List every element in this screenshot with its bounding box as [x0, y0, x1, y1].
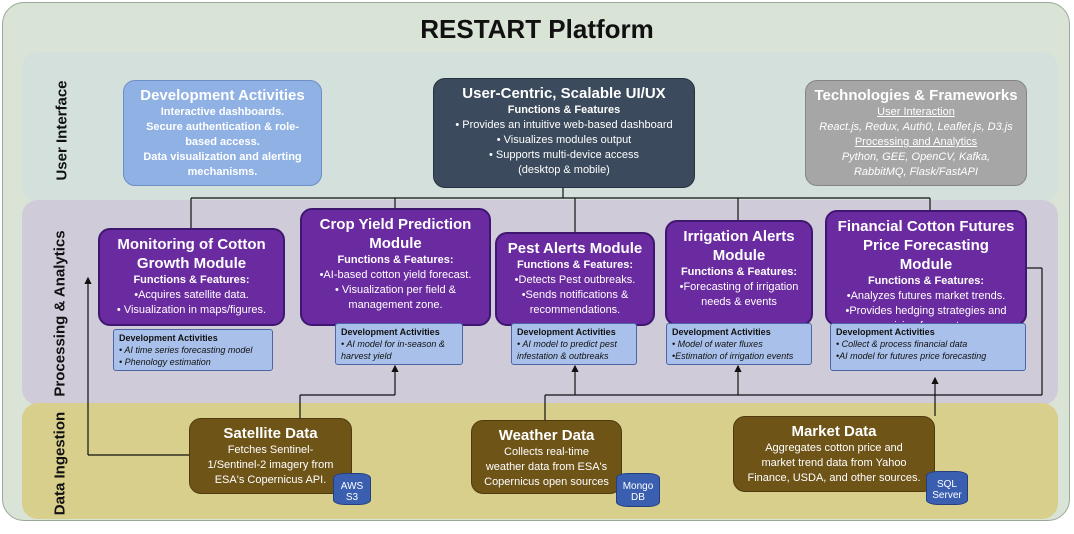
module-title: Monitoring of Cotton	[117, 236, 266, 253]
source-line: 1/Sentinel-2 imagery from	[207, 459, 334, 471]
module-feature: • Visualization in maps/figures.	[116, 304, 267, 316]
dev-activities-box: Development Activities Interactive dashb…	[123, 80, 322, 186]
module-title: Module	[369, 235, 422, 252]
module-feature: recommendations.	[529, 304, 621, 316]
module-feature: •Forecasting of irrigation	[679, 281, 799, 293]
module-feature: management zone.	[348, 299, 443, 311]
module-dev-item: harvest yield	[341, 351, 392, 361]
source-title: Satellite Data	[223, 425, 318, 442]
module-cotton-futures: Financial Cotton Futures Price Forecasti…	[825, 210, 1027, 332]
aws-s3-database-icon: AWS S3	[333, 473, 371, 505]
tech-pa-items: Python, GEE, OpenCV, Kafka,	[841, 151, 991, 163]
module-feature: •Acquires satellite data.	[134, 289, 249, 301]
module-dev-item: • AI time series forecasting model	[119, 345, 253, 355]
source-line: market trend data from Yahoo	[761, 457, 907, 469]
module-dev-title: Development Activities	[672, 327, 771, 337]
source-line: Collects real-time	[504, 446, 589, 458]
module-title: Pest Alerts Module	[507, 240, 643, 257]
module-dev-item: •Estimation of irrigation events	[672, 351, 794, 361]
database-label: Mongo	[622, 481, 654, 492]
source-line: Finance, USDA, and other sources.	[747, 472, 921, 484]
module-title: Irrigation Alerts	[683, 228, 795, 245]
tech-pa-heading: Processing and Analytics	[854, 136, 978, 148]
module-dev-title: Development Activities	[836, 327, 935, 337]
page-title: RESTART Platform	[420, 14, 654, 44]
dev-activity-line: based access.	[185, 136, 260, 148]
module-title: Module	[712, 247, 766, 264]
module-dev-box: Development Activities • AI model for in…	[335, 323, 463, 365]
source-line: weather data from ESA's	[485, 461, 608, 473]
module-crop-yield: Crop Yield Prediction Module Functions &…	[300, 208, 491, 326]
module-dev-item: • Model of water fluxes	[672, 339, 763, 349]
module-feature: •Analyzes futures market trends.	[846, 290, 1006, 302]
dev-activity-line: Secure authentication & role-	[146, 121, 299, 133]
tech-frameworks-box: Technologies & Frameworks User Interacti…	[805, 80, 1027, 186]
module-dev-box: Development Activities • Model of water …	[666, 323, 812, 365]
ui-ux-line: (desktop & mobile)	[518, 164, 610, 176]
module-feature: •Detects Pest outbreaks.	[514, 274, 636, 286]
ui-ux-subtitle: Functions & Features	[507, 104, 621, 116]
database-label: SQL	[936, 479, 957, 490]
module-title: Price Forecasting Module	[863, 237, 989, 273]
database-label: S3	[345, 492, 359, 503]
source-line: Copernicus open sources	[484, 476, 609, 488]
dev-activities-title: Development Activities	[140, 87, 305, 104]
module-dev-item: • AI model for in-season &	[341, 339, 445, 349]
database-label: Server	[932, 490, 962, 501]
module-subtitle: Functions & Features:	[337, 254, 454, 266]
source-line: Aggregates cotton price and	[765, 442, 903, 454]
module-dev-box: Development Activities • AI time series …	[113, 329, 273, 371]
ui-ux-title: User-Centric, Scalable UI/UX	[462, 85, 666, 102]
dev-activity-line: Interactive dashboards.	[160, 106, 285, 118]
module-dev-item: • Phenology estimation	[119, 357, 211, 367]
module-feature: • Visualization per field &	[334, 284, 457, 296]
ui-ux-line: • Visualizes modules output	[496, 134, 632, 146]
module-dev-box: Development Activities • Collect & proce…	[830, 323, 1026, 371]
source-weather-data: Weather Data Collects real-time weather …	[471, 420, 622, 494]
module-feature: •Provides hedging strategies and	[845, 305, 1007, 317]
module-subtitle: Functions & Features:	[867, 275, 985, 287]
module-dev-item: • AI model to predict pest	[517, 339, 617, 349]
source-title: Weather Data	[498, 427, 595, 444]
mongodb-database-icon: Mongo DB	[616, 473, 660, 507]
sql-server-database-icon: SQL Server	[926, 471, 968, 505]
module-dev-item: infestation & outbreaks	[517, 351, 609, 361]
module-dev-title: Development Activities	[341, 327, 440, 337]
tech-ui-heading: User Interaction	[877, 106, 955, 118]
source-title: Market Data	[791, 423, 877, 440]
tech-pa-items: RabbitMQ, Flask/FastAPI	[853, 166, 979, 178]
source-satellite-data: Satellite Data Fetches Sentinel- 1/Senti…	[189, 418, 352, 494]
tech-ui-items: React.js, Redux, Auth0, Leaflet.js, D3.j…	[819, 121, 1013, 133]
ui-ux-box: User-Centric, Scalable UI/UX Functions &…	[433, 78, 695, 188]
dev-activity-line: mechanisms.	[187, 166, 258, 178]
module-title: Growth Module	[136, 255, 247, 272]
dev-activity-line: Data visualization and alerting	[143, 151, 302, 163]
module-subtitle: Functions & Features:	[133, 274, 250, 286]
module-pest-alerts: Pest Alerts Module Functions & Features:…	[495, 232, 655, 326]
module-dev-item: • Collect & process financial data	[836, 339, 968, 349]
tech-title: Technologies & Frameworks	[814, 87, 1018, 104]
module-dev-box: Development Activities • AI model to pre…	[511, 323, 637, 365]
module-subtitle: Functions & Features:	[516, 259, 634, 271]
module-dev-title: Development Activities	[517, 327, 616, 337]
module-title: Crop Yield Prediction	[319, 216, 472, 233]
module-cotton-growth: Monitoring of Cotton Growth Module Funct…	[98, 228, 285, 326]
module-feature: •Sends notifications &	[521, 289, 629, 301]
module-dev-title: Development Activities	[119, 333, 218, 343]
database-label: AWS	[340, 481, 364, 492]
module-irrigation-alerts: Irrigation Alerts Module Functions & Fea…	[665, 220, 813, 326]
module-feature: needs & events	[701, 296, 777, 308]
database-label: DB	[631, 492, 645, 503]
source-market-data: Market Data Aggregates cotton price and …	[733, 416, 935, 492]
source-line: ESA's Copernicus API.	[214, 474, 327, 486]
source-line: Fetches Sentinel-	[227, 444, 314, 456]
ui-ux-line: • Provides an intuitive web-based dashbo…	[455, 119, 673, 131]
module-subtitle: Functions & Features:	[680, 266, 798, 278]
module-feature: •AI-based cotton yield forecast.	[319, 269, 472, 281]
module-dev-item: •AI model for futures price forecasting	[836, 351, 987, 361]
ui-ux-line: • Supports multi-device access	[489, 149, 639, 161]
module-title: Financial Cotton Futures	[837, 218, 1015, 235]
